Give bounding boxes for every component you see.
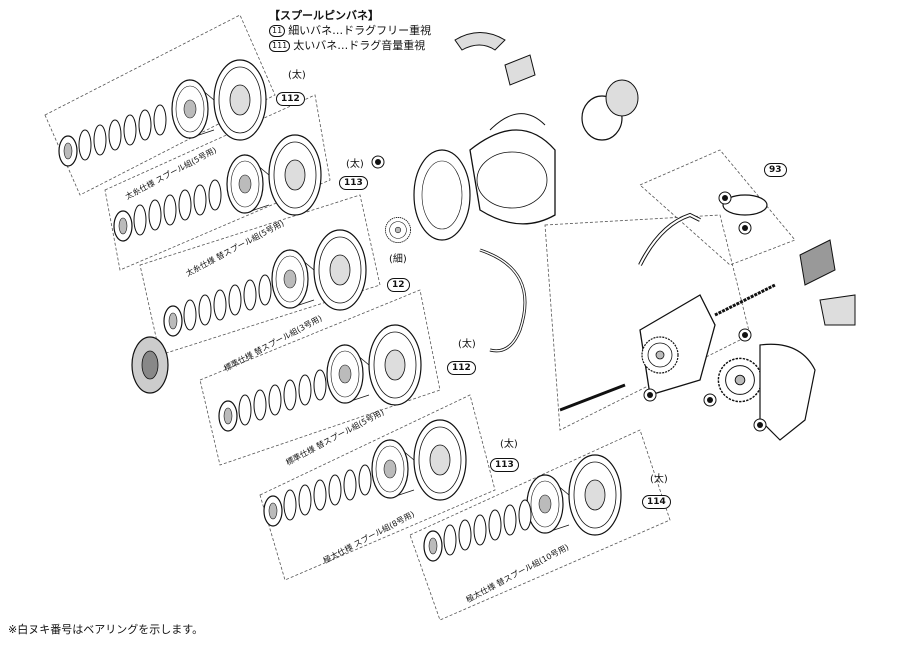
- rotor-cover-plate: [413, 149, 471, 241]
- callout-114: 114: [642, 495, 671, 509]
- thick-spring-tag: (太): [288, 70, 306, 81]
- callout-12: 12: [387, 278, 410, 292]
- reel-rotor: [469, 113, 556, 225]
- callout-113: 113: [339, 176, 368, 190]
- spool-assembly-4: [218, 324, 422, 432]
- body-cover: [759, 343, 816, 441]
- legend-item-text: 細いバネ…ドラグフリー重視: [288, 24, 432, 37]
- legend-item-number: 11: [269, 24, 286, 37]
- line-roller-arm: [454, 32, 536, 86]
- bail-wire: [479, 248, 527, 353]
- drag-knob: [131, 336, 169, 394]
- main-shaft: [559, 383, 626, 412]
- legend-title: 【スプールピンバネ】: [269, 9, 379, 22]
- spool-assembly-3: [163, 229, 367, 337]
- callout-112: 112: [276, 92, 305, 106]
- pinion-gear: [384, 216, 412, 244]
- legend-item-thick-spring: 111 太いバネ…ドラグ音量重視: [269, 38, 431, 53]
- legend-item-number: 111: [269, 39, 291, 52]
- stopper-assembly: [799, 239, 856, 326]
- spool-assembly-1: [58, 59, 267, 167]
- callout-113: 113: [490, 458, 519, 472]
- spool-group-outlines: [44, 14, 796, 621]
- thin-spring-tag: (細): [389, 254, 407, 265]
- oscillation-shaft: [714, 283, 776, 317]
- legend-item-text: 太いバネ…ドラグ音量重視: [293, 39, 426, 52]
- body-frame: [639, 294, 716, 396]
- thick-spring-tag: (太): [346, 159, 364, 170]
- thick-spring-tag: (太): [500, 439, 518, 450]
- drive-gear: [717, 357, 763, 403]
- bearing-footnote: ※白ヌキ番号はベアリングを示します。: [8, 623, 204, 636]
- handle: [638, 194, 768, 266]
- legend-item-thin-spring: 11 細いバネ…ドラグフリー重視: [269, 23, 431, 38]
- spring-legend: 【スプールピンバネ】 11 細いバネ…ドラグフリー重視 111 太いバネ…ドラグ…: [269, 8, 431, 53]
- thick-spring-tag: (太): [650, 474, 668, 485]
- spool-assembly-5: [263, 419, 467, 527]
- line-guard-ring: [581, 79, 639, 141]
- callout-112: 112: [447, 361, 476, 375]
- thick-spring-tag: (太): [458, 339, 476, 350]
- callout-93: 93: [764, 163, 787, 177]
